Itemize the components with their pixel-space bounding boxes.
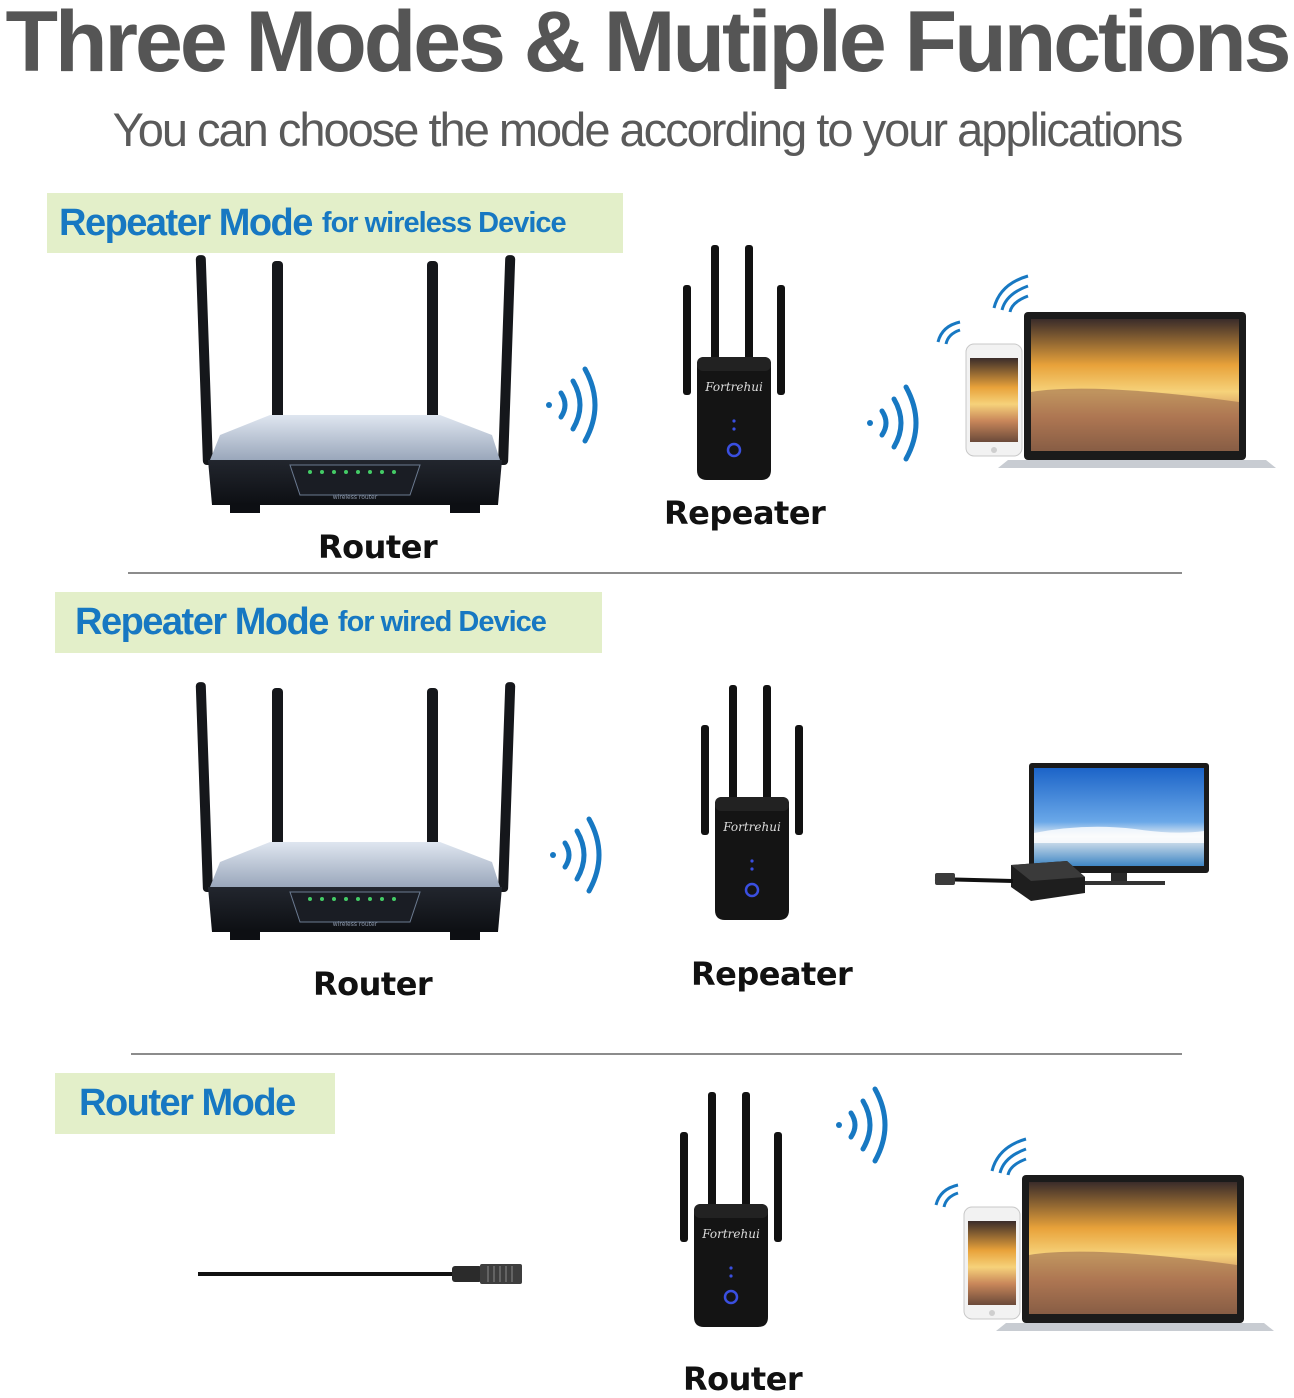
router-label: Router: [313, 965, 433, 1003]
repeater-icon: Fortrehui: [681, 243, 787, 482]
page-subtitle: You can choose the mode according to you…: [112, 103, 1184, 156]
wifi-wave-icon: [546, 366, 598, 444]
wifi-wave-icon: [836, 1086, 888, 1164]
repeater-label: Repeater: [691, 955, 853, 993]
router-panel-text: wireless router: [333, 494, 378, 501]
ethernet-cable-icon: [198, 1264, 522, 1284]
mode-label-sub: for wired Device: [337, 606, 547, 638]
router-label: Router: [318, 528, 438, 566]
wifi-arc-icon: [936, 274, 1029, 345]
mode-label-repeater-wired: Repeater Mode for wired Device: [55, 592, 602, 653]
brand-logo: Fortrehui: [701, 1227, 760, 1241]
wifi-wave-icon: [550, 816, 602, 894]
repeater-icon: Fortrehui: [678, 1090, 784, 1329]
section-divider: [131, 1053, 1182, 1055]
section-divider: [128, 572, 1182, 574]
mode-label-sub: for wireless Device: [321, 206, 567, 239]
brand-logo: Fortrehui: [704, 380, 763, 394]
page-title: Three Modes & Mutiple Functions: [5, 0, 1291, 90]
repeater-label: Repeater: [664, 494, 826, 532]
brand-logo: Fortrehui: [722, 820, 781, 834]
mode-label-repeater-wireless: Repeater Mode for wireless Device: [47, 193, 623, 253]
router-icon: wireless router: [195, 254, 516, 514]
laptop-phone-icon: [934, 1137, 1275, 1332]
wifi-wave-icon: [867, 384, 919, 462]
tv-box-icon: [933, 761, 1211, 903]
wifi-arc-icon: [934, 1137, 1027, 1208]
mode-label-router: Router Mode: [55, 1073, 335, 1134]
router-icon: wireless router: [195, 681, 516, 941]
router-mode-device-label: Router: [683, 1360, 803, 1398]
laptop-phone-icon: [936, 274, 1277, 469]
mode-label-main: Router Mode: [79, 1082, 296, 1124]
repeater-icon: Fortrehui: [699, 683, 805, 922]
mode-label-main: Repeater Mode: [59, 201, 313, 244]
router-panel-text: wireless router: [333, 921, 378, 928]
mode-label-main: Repeater Mode: [75, 601, 329, 643]
